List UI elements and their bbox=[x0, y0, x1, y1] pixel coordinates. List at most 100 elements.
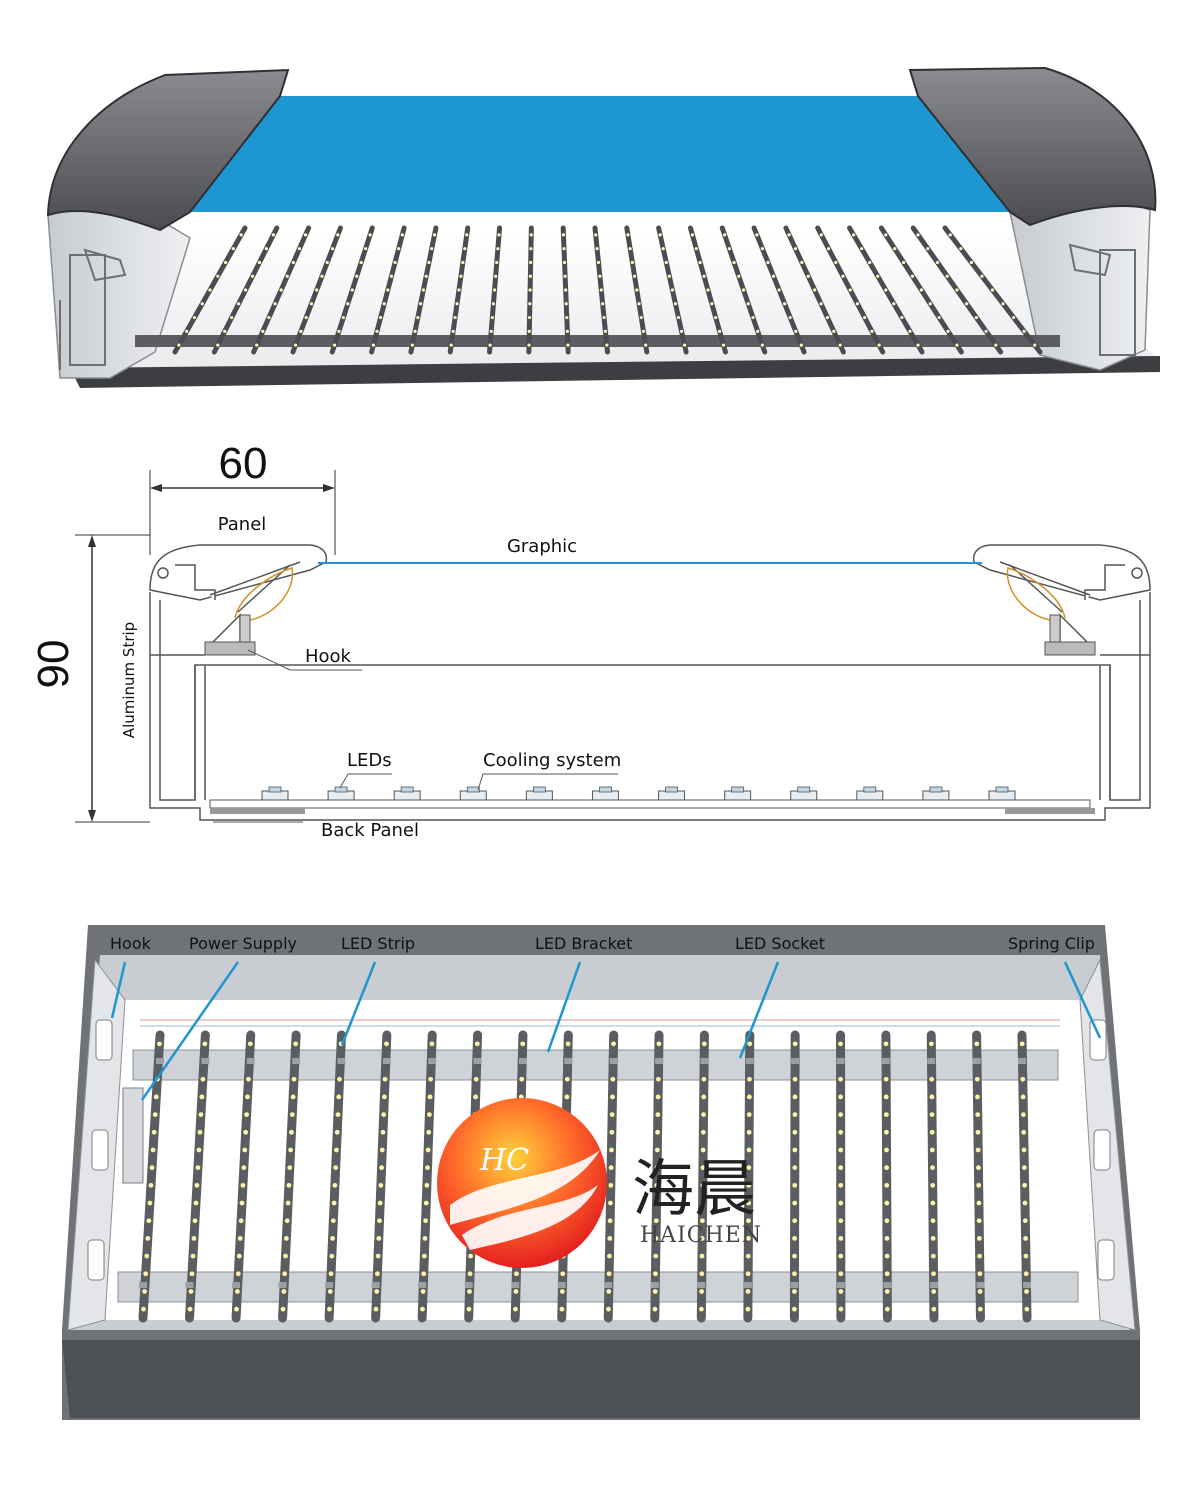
led-dot bbox=[699, 1271, 705, 1277]
led-dot bbox=[334, 1129, 340, 1135]
led-dot bbox=[928, 1041, 934, 1047]
led-dot bbox=[699, 1218, 705, 1224]
led-dot bbox=[428, 1076, 434, 1082]
led-chip bbox=[400, 786, 414, 793]
led-dot bbox=[792, 1236, 797, 1241]
led-dot bbox=[655, 1076, 661, 1082]
led-dot bbox=[977, 1253, 983, 1259]
led-socket bbox=[650, 1282, 659, 1288]
cutaway-led bbox=[969, 260, 973, 265]
cutaway-led bbox=[494, 274, 498, 278]
dim-arrow bbox=[323, 484, 335, 492]
cutaway-led bbox=[702, 274, 706, 278]
cutaway-led bbox=[751, 315, 755, 320]
led-socket bbox=[473, 1058, 482, 1064]
led-dot bbox=[380, 1129, 386, 1135]
cutaway-led bbox=[528, 274, 532, 278]
led-dot bbox=[976, 1218, 982, 1224]
led-dot bbox=[611, 1041, 616, 1047]
led-dot bbox=[609, 1147, 614, 1153]
led-dot bbox=[653, 1218, 659, 1224]
led-dot bbox=[234, 1306, 239, 1312]
cutaway-led bbox=[667, 274, 671, 278]
cutaway-led bbox=[459, 274, 463, 278]
cutaway-led bbox=[563, 274, 567, 278]
cutaway-led bbox=[529, 233, 533, 237]
led-socket bbox=[156, 1058, 164, 1064]
led-dot bbox=[422, 1236, 428, 1241]
led-dot bbox=[237, 1236, 243, 1241]
cutaway-led bbox=[379, 315, 383, 320]
cutaway-led bbox=[756, 329, 760, 333]
led-socket bbox=[337, 1058, 346, 1064]
led-dot bbox=[379, 1147, 385, 1153]
led-dot bbox=[337, 1076, 342, 1082]
led-dot bbox=[977, 1306, 983, 1312]
led-dot bbox=[513, 1306, 518, 1312]
led-dot bbox=[329, 1253, 335, 1259]
led-dot bbox=[142, 1289, 147, 1294]
led-dot bbox=[746, 1182, 752, 1188]
led-dot bbox=[196, 1147, 202, 1153]
cutaway-led bbox=[375, 329, 379, 333]
led-chip bbox=[466, 786, 480, 793]
led-dot bbox=[425, 1165, 430, 1171]
led-dot bbox=[655, 1094, 661, 1100]
led-dot bbox=[146, 1218, 152, 1224]
cutaway-led bbox=[304, 315, 308, 320]
led-dot bbox=[976, 1165, 981, 1171]
led-dot bbox=[608, 1200, 613, 1206]
led-dot bbox=[565, 1041, 571, 1047]
led-dot bbox=[700, 1182, 706, 1188]
led-socket bbox=[743, 1282, 752, 1288]
cutaway-led bbox=[860, 247, 864, 251]
led-dot bbox=[246, 1076, 251, 1082]
led-strip bbox=[231, 1030, 256, 1323]
led-socket bbox=[836, 1058, 845, 1064]
led-dot bbox=[655, 1129, 660, 1135]
cutaway-led bbox=[488, 343, 492, 347]
led-dot bbox=[792, 1076, 798, 1082]
led-dot bbox=[379, 1165, 384, 1171]
led-socket bbox=[428, 1058, 437, 1064]
leader-leds bbox=[339, 773, 392, 789]
led-dot bbox=[147, 1200, 153, 1206]
led-socket bbox=[655, 1058, 664, 1064]
led-socket bbox=[927, 1058, 936, 1064]
led-socket bbox=[292, 1058, 301, 1064]
led-dot bbox=[466, 1306, 472, 1312]
cutaway-led bbox=[632, 274, 637, 278]
led-dot bbox=[336, 1094, 342, 1100]
led-dot bbox=[245, 1094, 250, 1100]
led-dot bbox=[144, 1253, 150, 1259]
led-dot bbox=[148, 1182, 154, 1188]
led-chip bbox=[665, 786, 678, 793]
led-dot bbox=[700, 1200, 705, 1206]
cutaway-led bbox=[371, 343, 375, 347]
led-socket bbox=[929, 1282, 938, 1288]
led-dot bbox=[977, 1271, 983, 1277]
cutaway-led bbox=[771, 274, 776, 278]
led-dot bbox=[473, 1094, 479, 1100]
led-dot bbox=[792, 1041, 798, 1047]
led-dot bbox=[746, 1129, 752, 1135]
cross-section-leds bbox=[261, 786, 1016, 801]
cutaway-led bbox=[564, 302, 568, 306]
led-dot bbox=[1024, 1289, 1029, 1294]
led-dot bbox=[427, 1094, 433, 1100]
led-strip bbox=[926, 1030, 939, 1323]
led-dot bbox=[289, 1129, 294, 1135]
led-dot bbox=[838, 1112, 844, 1117]
cutaway-led bbox=[800, 260, 804, 265]
led-chip bbox=[532, 786, 546, 793]
led-socket bbox=[564, 1058, 573, 1064]
cutaway-led bbox=[868, 260, 872, 265]
led-strip bbox=[417, 1030, 437, 1323]
label-led-strip: LED Strip bbox=[341, 934, 415, 953]
cutaway-led bbox=[261, 329, 265, 333]
led-dot bbox=[384, 1041, 389, 1047]
led-dot bbox=[746, 1094, 752, 1100]
led-dot bbox=[746, 1165, 752, 1171]
cutaway-led bbox=[527, 315, 532, 320]
cutaway-led bbox=[223, 329, 227, 333]
